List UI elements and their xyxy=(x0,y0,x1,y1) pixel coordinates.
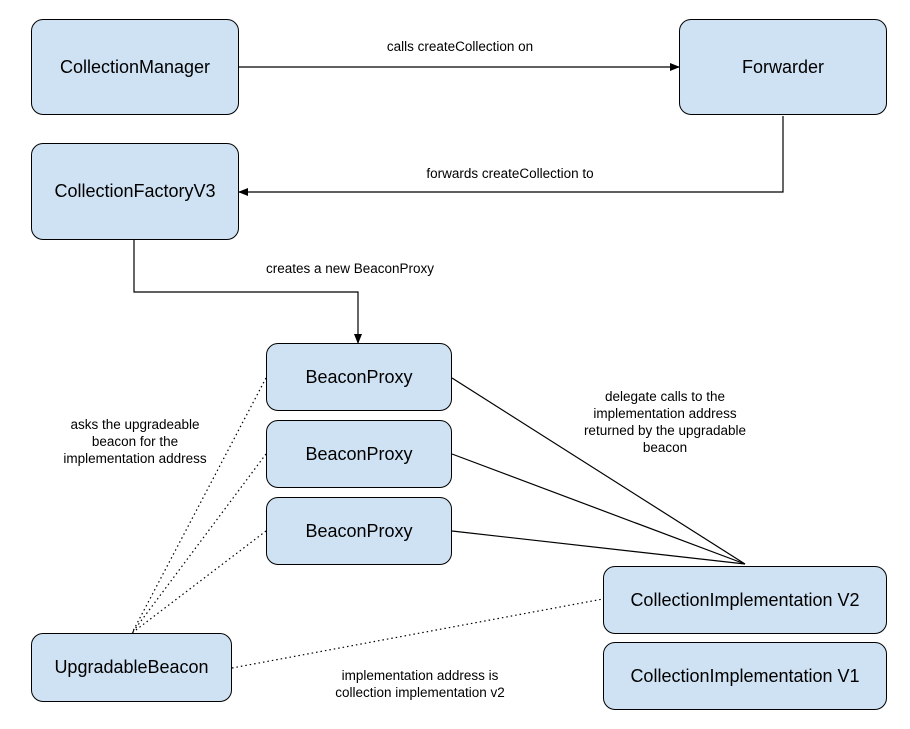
label-implementation-address: implementation address is collection imp… xyxy=(305,667,535,701)
query-line-proxy-3 xyxy=(131,530,267,634)
label-delegate-calls: delegate calls to the implementation add… xyxy=(555,388,775,456)
label-delegate-calls-line-2: implementation address xyxy=(593,406,737,421)
forwarder-node: Forwarder xyxy=(679,19,887,115)
delegate-line-proxy-2 xyxy=(451,453,746,565)
label-creates-beacon-proxy: creates a new BeaconProxy xyxy=(265,261,435,276)
collection-impl-v1-node: CollectionImplementation V1 xyxy=(603,642,887,710)
query-line-proxy-1 xyxy=(131,377,267,634)
label-implementation-address-line-2: collection implementation v2 xyxy=(335,685,505,700)
collection-manager-node: CollectionManager xyxy=(31,19,239,115)
label-forwards-create-collection: forwards createCollection to xyxy=(426,166,594,181)
delegate-line-proxy-3 xyxy=(451,530,746,565)
upgradable-beacon-node: UpgradableBeacon xyxy=(31,633,232,702)
query-line-proxy-2 xyxy=(131,453,267,634)
beacon-to-impl-line xyxy=(231,598,604,669)
label-calls-create-collection: calls createCollection on xyxy=(386,39,534,54)
beacon-proxy-node-3: BeaconProxy xyxy=(266,497,452,565)
beacon-proxy-node-1: BeaconProxy xyxy=(266,343,452,411)
beacon-proxy-node-2: BeaconProxy xyxy=(266,420,452,488)
label-asks-beacon-line-3: implementation address xyxy=(63,451,207,466)
collection-factory-node: CollectionFactoryV3 xyxy=(31,143,239,240)
arrow-factory-to-proxy xyxy=(133,240,362,344)
collection-impl-v2-node: CollectionImplementation V2 xyxy=(603,566,887,634)
label-delegate-calls-line-1: delegate calls to the xyxy=(604,389,726,404)
label-asks-beacon-line-2: beacon for the xyxy=(91,434,179,449)
label-delegate-calls-line-4: beacon xyxy=(642,440,688,455)
label-asks-beacon: asks the upgradeable beacon for the impl… xyxy=(25,416,245,467)
label-asks-beacon-line-1: asks the upgradeable xyxy=(70,417,200,432)
delegate-line-proxy-1 xyxy=(451,377,746,565)
label-delegate-calls-line-3: returned by the upgradable xyxy=(583,423,747,438)
label-implementation-address-line-1: implementation address is xyxy=(341,668,499,683)
arrow-forwarder-to-factory xyxy=(238,116,784,196)
